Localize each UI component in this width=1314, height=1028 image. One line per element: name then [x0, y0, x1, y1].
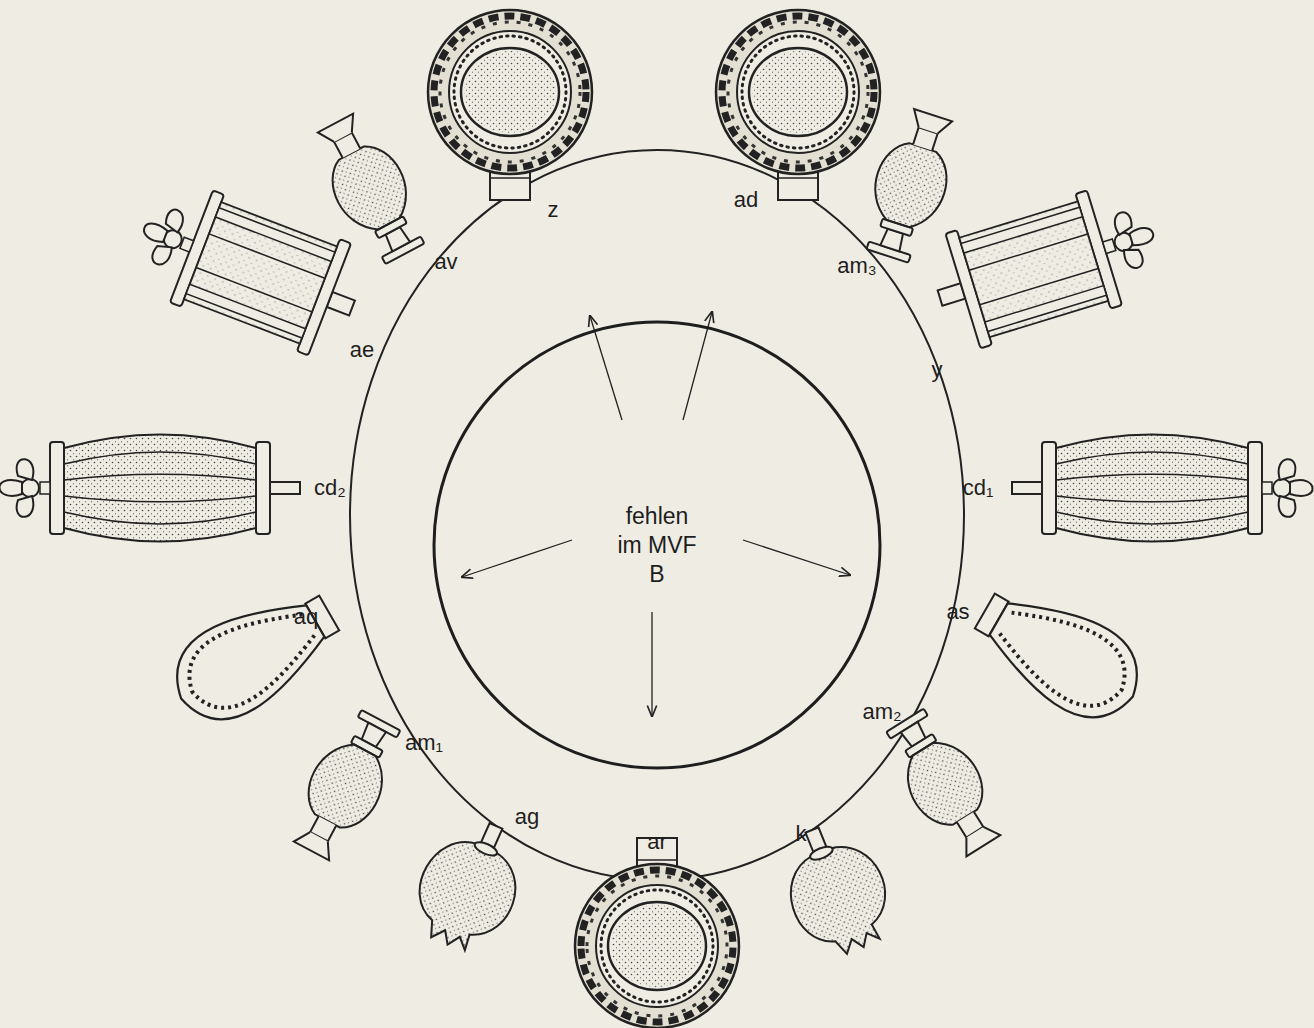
pendant-label: am₂ — [860, 700, 903, 724]
inner-circle: fehlen im MVF B — [432, 320, 882, 770]
pendant-label: aq — [292, 605, 320, 629]
pendant-label: ad — [732, 188, 760, 212]
pendant-label: ag — [513, 805, 541, 829]
pendant-label: av — [432, 250, 459, 274]
pendant-label: ar — [645, 830, 669, 854]
pendant-label: ae — [348, 338, 376, 362]
pendant-label: y — [930, 358, 945, 382]
pendant-label: am₃ — [835, 254, 879, 278]
circle-text: fehlen im MVF B — [612, 502, 702, 589]
pendant-label: cd₂ — [312, 476, 348, 500]
pendant-label: z — [546, 198, 561, 222]
pendant-label: cd₁ — [961, 476, 996, 500]
pendant-label: as — [944, 600, 971, 624]
pendant-label: k — [794, 822, 809, 846]
pendant-label: am₁ — [403, 731, 445, 755]
